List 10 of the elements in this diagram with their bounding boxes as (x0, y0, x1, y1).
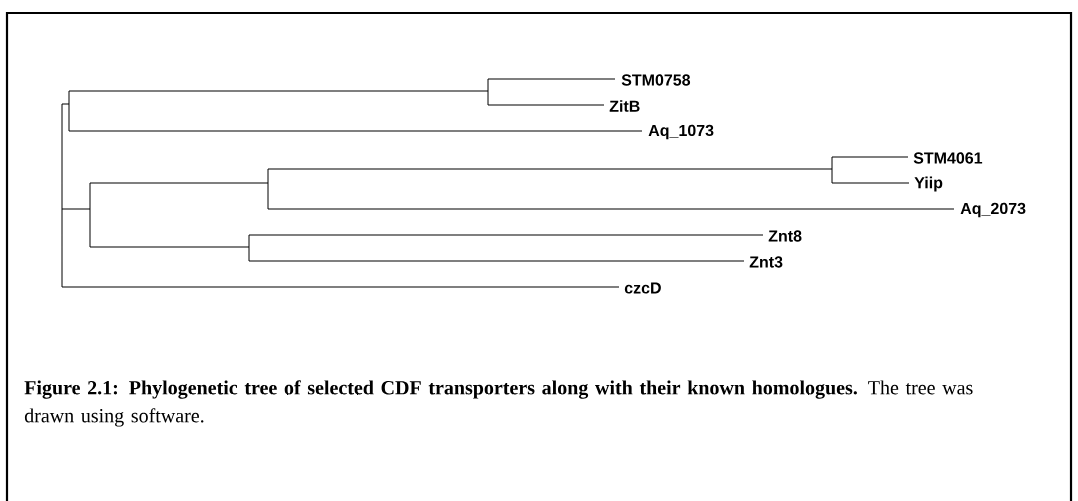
leaf-label: STM0758 (621, 74, 691, 86)
leaf-label: Znt8 (768, 230, 802, 242)
leaf-label: Yiip (914, 176, 943, 192)
leaf-label: czcD (624, 282, 661, 294)
figure-caption: Figure 2.1: Phylogenetic tree of selected CDF transporters along with their known homologues. The tree was drawn using software. (24, 380, 973, 427)
leaf-label: Aq_1073 (648, 124, 714, 140)
leaf-label: STM4061 (913, 152, 983, 164)
leaf-label: ZitB (609, 100, 640, 112)
leaf-label: Aq_2073 (960, 202, 1026, 218)
leaf-label: Znt3 (749, 256, 783, 268)
